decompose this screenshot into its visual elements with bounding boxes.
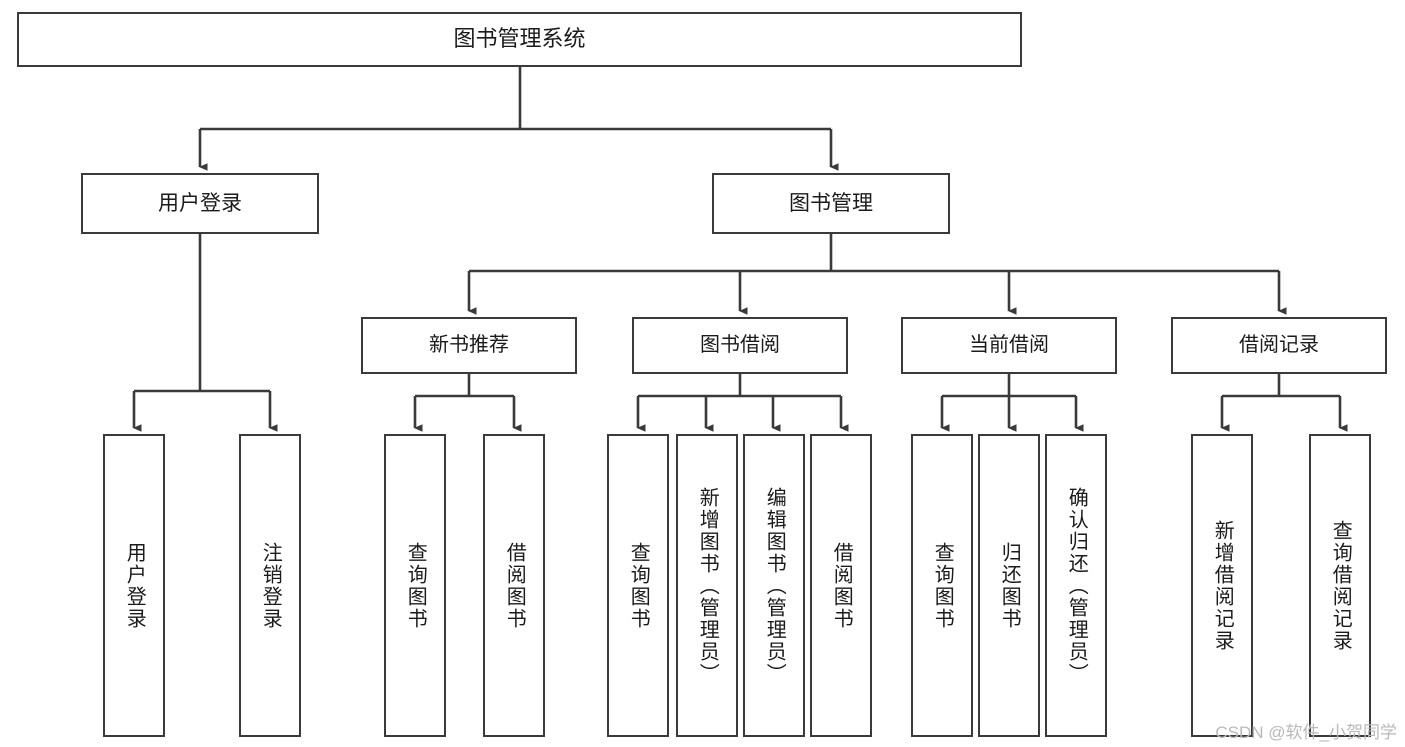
leaf-current-borrow-confirm-return[interactable]: 确认归还（管理员） — [1045, 434, 1107, 737]
leaf-book-borrow-edit[interactable]: 编辑图书（管理员） — [743, 434, 805, 737]
leaf-new-book-borrow[interactable]: 借阅图书 — [483, 434, 545, 737]
node-label: 查询图书 — [404, 541, 427, 630]
watermark-text: CSDN @软件_小贺同学 — [1215, 723, 1397, 742]
node-label: 查询借阅记录 — [1329, 519, 1352, 652]
node-label: 编辑图书（管理员） — [763, 486, 786, 685]
node-label: 用户登录 — [158, 191, 242, 215]
node-label: 借阅图书 — [503, 541, 526, 630]
node-label: 图书借阅 — [700, 334, 780, 357]
leaf-book-borrow-add[interactable]: 新增图书（管理员） — [676, 434, 738, 737]
node-label: 用户登录 — [123, 541, 146, 630]
leaf-book-borrow-borrow[interactable]: 借阅图书 — [810, 434, 872, 737]
node-label: 注销登录 — [259, 541, 282, 630]
leaf-book-borrow-query[interactable]: 查询图书 — [607, 434, 669, 737]
node-label: 借阅记录 — [1239, 334, 1319, 357]
node-current-borrow[interactable]: 当前借阅 — [901, 317, 1117, 374]
node-new-book-recommend[interactable]: 新书推荐 — [361, 317, 577, 374]
node-book-borrow[interactable]: 图书借阅 — [632, 317, 848, 374]
leaf-user-login-logout[interactable]: 注销登录 — [239, 434, 301, 737]
node-label: 归还图书 — [998, 541, 1021, 630]
leaf-borrow-record-query[interactable]: 查询借阅记录 — [1309, 434, 1371, 737]
leaf-new-book-query[interactable]: 查询图书 — [384, 434, 446, 737]
node-label: 确认归还（管理员） — [1065, 486, 1088, 685]
node-borrow-record[interactable]: 借阅记录 — [1171, 317, 1387, 374]
node-root-system[interactable]: 图书管理系统 — [17, 12, 1022, 67]
node-label: 图书管理 — [789, 191, 873, 215]
node-label: 借阅图书 — [830, 541, 853, 630]
leaf-borrow-record-add[interactable]: 新增借阅记录 — [1191, 434, 1253, 737]
node-user-login[interactable]: 用户登录 — [81, 173, 319, 234]
leaf-current-borrow-return[interactable]: 归还图书 — [978, 434, 1040, 737]
leaf-user-login-login[interactable]: 用户登录 — [103, 434, 165, 737]
node-label: 图书管理系统 — [453, 26, 586, 52]
node-book-management[interactable]: 图书管理 — [712, 173, 950, 234]
node-label: 查询图书 — [627, 541, 650, 630]
node-label: 新增图书（管理员） — [696, 486, 719, 685]
node-label: 当前借阅 — [969, 334, 1049, 357]
leaf-current-borrow-query[interactable]: 查询图书 — [911, 434, 973, 737]
node-label: 查询图书 — [931, 541, 954, 630]
node-label: 新增借阅记录 — [1211, 519, 1234, 652]
node-label: 新书推荐 — [429, 334, 509, 357]
